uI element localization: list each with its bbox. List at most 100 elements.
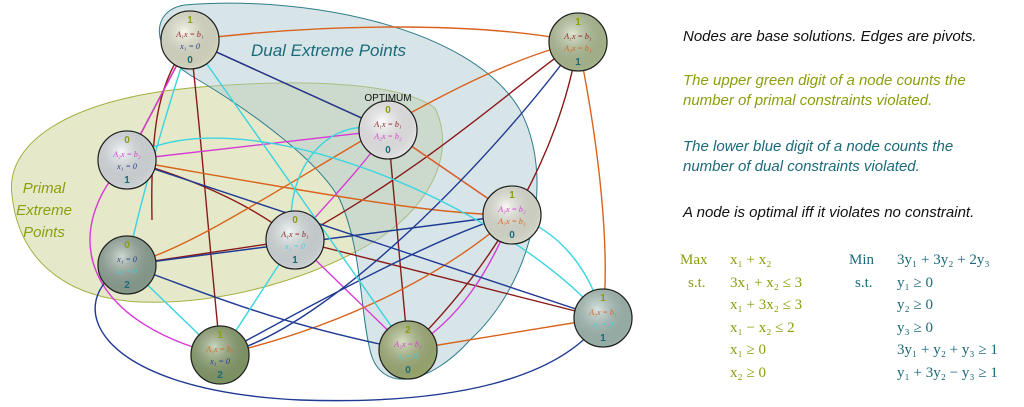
edge — [189, 39, 389, 131]
dual-constraint: 3y₁ + y₂ + y₃ ≥ 1 — [897, 342, 998, 358]
node-constraint: A₃x = b₃ — [205, 345, 234, 354]
edge — [94, 264, 604, 402]
primal-constraint: x₁ − x₂ ≤ 2 — [730, 319, 795, 336]
node-primal-violations: 1 — [187, 15, 193, 26]
node-shading — [484, 187, 540, 243]
primal-region-label-line1: Primal — [23, 180, 66, 197]
node-dual-violations: 0 — [509, 230, 515, 241]
edge — [407, 317, 604, 351]
node-constraint: A₁x = b₁ — [175, 30, 204, 39]
dual-min-keyword: Min — [849, 252, 875, 268]
node-primal-violations: 1 — [217, 330, 223, 341]
primal-max-keyword: Max — [680, 252, 708, 268]
edge — [294, 41, 579, 241]
node-dual-violations: 0 — [405, 365, 411, 376]
node-dual-violations: 1 — [575, 57, 581, 68]
edge — [126, 137, 604, 319]
node-shading — [99, 132, 155, 188]
primal-region-label-line3: Points — [23, 224, 65, 241]
edge — [189, 26, 579, 43]
edge — [387, 129, 409, 351]
dual-constraint: y₂ ≥ 0 — [897, 297, 933, 313]
primal-constraint: x₁ ≥ 0 — [730, 342, 766, 358]
node-constraint: A₃x = b₃ — [563, 44, 592, 53]
node-dual-violations: 0 — [385, 145, 391, 156]
node-shading — [380, 322, 436, 378]
node-dual-violations: 0 — [187, 55, 193, 66]
node-shading — [267, 212, 323, 268]
node-dual-violations: 2 — [124, 280, 130, 291]
node-shading — [360, 102, 416, 158]
dual-objective: 3y₁ + 3y₂ + 2y₃ — [897, 252, 990, 268]
node-constraint: A₁x = b₁ — [563, 32, 592, 41]
note-primal-digit-line2: number of primal constraints violated. — [683, 92, 933, 109]
node-constraint: x₂ = 0 — [397, 352, 418, 361]
node-constraint: A₂x = b₂ — [497, 205, 526, 214]
edge — [126, 129, 389, 161]
note-dual-digit-line1: The lower blue digit of a node counts th… — [683, 138, 954, 155]
node-primal-violations: 1 — [509, 190, 515, 201]
node-shading — [575, 290, 631, 346]
node-constraint: x₂ = 0 — [116, 267, 137, 276]
node-primal-violations: 1 — [600, 293, 606, 304]
node-dual-violations: 2 — [217, 370, 223, 381]
primal-region-label-line2: Extreme — [16, 202, 72, 219]
optimum-label: OPTIMUM — [364, 93, 411, 104]
node-n7: 0 x₁ = 0 x₂ = 0 2 — [97, 235, 157, 295]
edge — [89, 159, 221, 356]
node-constraint: A₁x = b₁ — [280, 230, 309, 239]
edge — [126, 41, 579, 266]
node-shading — [99, 237, 155, 293]
dual-st-keyword: s.t. — [855, 274, 873, 291]
node-constraint: A₂x = b₂ — [393, 340, 422, 349]
node-constraint: x₂ = 0 — [592, 320, 613, 329]
note-primal-digit-line1: The upper green digit of a node counts t… — [683, 72, 966, 89]
node-constraint: A₃x = b₃ — [497, 217, 526, 226]
edge — [294, 239, 604, 319]
node-primal-violations: 2 — [405, 325, 411, 336]
primal-constraint: 3x₁ + x₂ ≤ 3 — [730, 274, 803, 291]
node-shading — [192, 327, 248, 383]
node-constraint: A₁x = b₁ — [373, 120, 402, 129]
node-constraint: A₂x = b₂ — [373, 132, 402, 141]
note-nodes-edges: Nodes are base solutions. Edges are pivo… — [683, 28, 977, 45]
node-constraint: x₁ = 0 — [116, 162, 137, 171]
note-dual-digit-line2: number of dual constraints violated. — [683, 158, 920, 175]
dual-region — [158, 2, 538, 380]
node-primal-violations: 1 — [575, 17, 581, 28]
node-dual-violations: 1 — [292, 255, 298, 266]
node-dual-violations: 1 — [600, 333, 606, 344]
note-optimality: A node is optimal iff it violates no con… — [683, 204, 975, 221]
node-shading — [550, 14, 606, 70]
edge — [126, 264, 409, 351]
primal-constraint: x₁ + 3x₂ ≤ 3 — [730, 297, 803, 313]
edge — [189, 39, 221, 351]
edge — [577, 41, 606, 319]
node-primal-violations: 0 — [124, 240, 130, 251]
node-shading — [162, 12, 218, 68]
edge — [189, 39, 409, 351]
primal-st-keyword: s.t. — [688, 274, 706, 291]
dual-constraint: y₁ ≥ 0 — [897, 274, 933, 291]
node-constraint: A₂x = b₂ — [112, 150, 141, 159]
node-constraint: A₃x = b₃ — [588, 308, 617, 317]
node-primal-violations: 0 — [292, 215, 298, 226]
node-constraint: x₂ = 0 — [284, 242, 305, 251]
edge — [219, 41, 579, 356]
edge — [219, 214, 513, 356]
dual-region-label: Dual Extreme Points — [251, 41, 406, 60]
node-constraint: x₁ = 0 — [116, 255, 137, 264]
dual-constraint: y₁ + 3y₂ − y₃ ≥ 1 — [897, 364, 998, 381]
